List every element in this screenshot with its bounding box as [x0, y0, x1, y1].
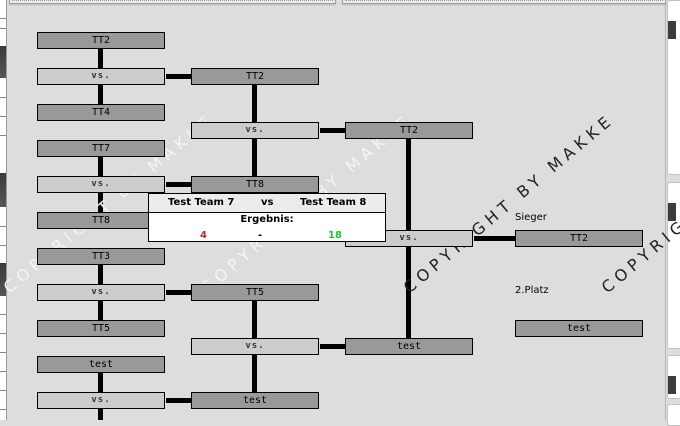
left-sidebar-edge	[0, 0, 7, 420]
match-vs-button[interactable]: vs.	[37, 284, 165, 301]
team-slot[interactable]: test	[191, 392, 319, 409]
team-slot[interactable]: test	[345, 338, 473, 355]
top-field-right[interactable]	[342, 0, 666, 4]
match-vs-button[interactable]: vs.	[37, 176, 165, 193]
tooltip-vs: vs	[261, 197, 274, 208]
second-place-label: 2.Platz	[515, 285, 549, 296]
team-slot[interactable]: TT3	[37, 248, 165, 265]
team-slot[interactable]: TT2	[37, 32, 165, 49]
team-slot[interactable]: TT7	[37, 140, 165, 157]
match-vs-button[interactable]: vs.	[191, 122, 319, 139]
tooltip-score-a: 4	[200, 230, 207, 241]
tooltip-header: Test Team 7 vs Test Team 8	[149, 194, 385, 213]
match-result-tooltip: Test Team 7 vs Test Team 8 Ergebnis: 4 -…	[148, 193, 386, 242]
tooltip-team-b: Test Team 8	[300, 197, 367, 208]
team-slot[interactable]: TT8	[37, 212, 165, 229]
winner-slot[interactable]: TT2	[515, 230, 643, 247]
team-slot[interactable]: TT8	[191, 176, 319, 193]
team-slot[interactable]: TT2	[345, 122, 473, 139]
match-vs-button[interactable]: vs.	[37, 392, 165, 409]
tooltip-score-b: 18	[328, 230, 342, 241]
winner-label: Sieger	[515, 212, 547, 223]
top-field-left[interactable]	[9, 0, 336, 4]
team-slot[interactable]: test	[37, 356, 165, 373]
team-slot[interactable]: TT5	[37, 320, 165, 337]
team-slot[interactable]: TT5	[191, 284, 319, 301]
match-vs-button[interactable]: vs.	[191, 338, 319, 355]
right-sidebar-edge	[665, 0, 680, 426]
team-slot[interactable]: TT2	[191, 68, 319, 85]
tooltip-separator: -	[258, 230, 263, 241]
tooltip-result-label: Ergebnis:	[240, 214, 294, 225]
match-vs-button[interactable]: vs.	[37, 68, 165, 85]
second-place-slot[interactable]: test	[515, 320, 643, 337]
tooltip-team-a: Test Team 7	[168, 197, 235, 208]
team-slot[interactable]: TT4	[37, 104, 165, 121]
